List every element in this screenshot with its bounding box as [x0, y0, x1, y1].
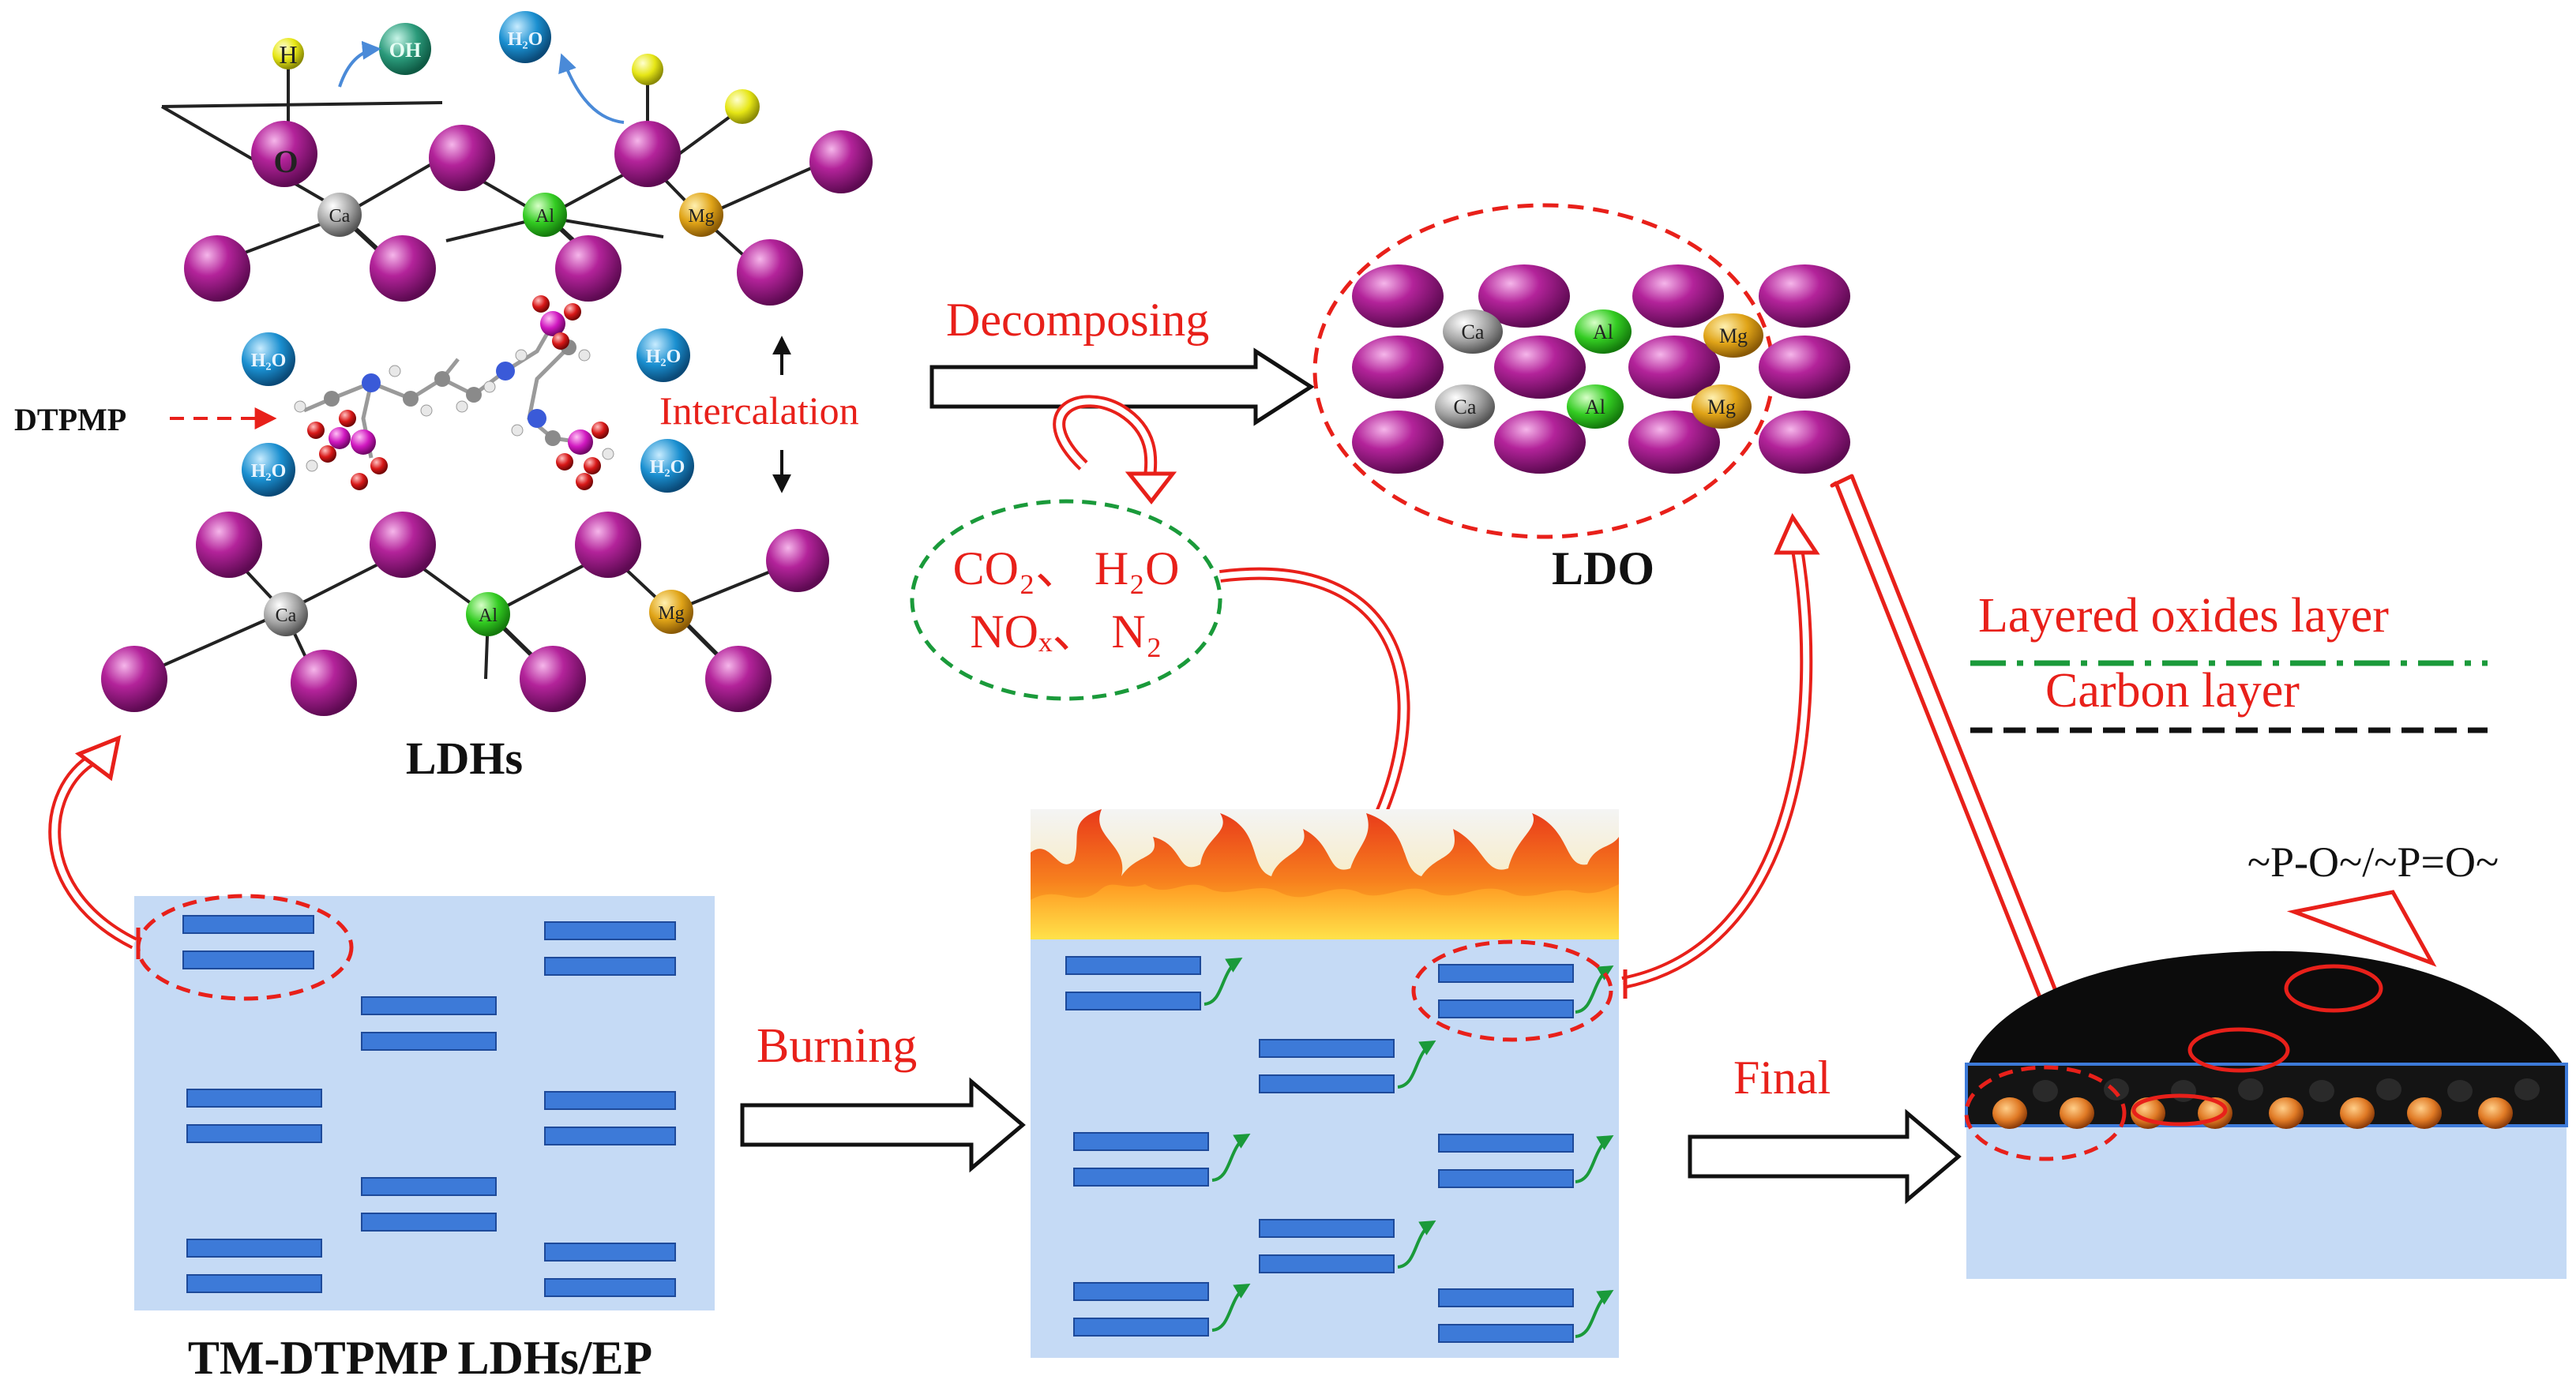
mg-atom	[679, 193, 723, 237]
decomposing-arrow: Decomposing	[929, 294, 1315, 426]
intercalation-label: Intercalation	[659, 388, 859, 433]
svg-text:NOₓ、 N₂: NOₓ、 N₂	[970, 606, 1162, 658]
svg-text:H: H	[279, 40, 297, 69]
svg-text:Al: Al	[535, 206, 554, 227]
svg-text:H₂O: H₂O	[646, 347, 682, 367]
svg-text:H₂O: H₂O	[251, 461, 287, 482]
svg-text:Al: Al	[1593, 321, 1613, 343]
composite-panel: TM-DTPMP LDHs/EP	[134, 894, 715, 1384]
svg-text:H₂O: H₂O	[508, 29, 543, 50]
ca-atom	[317, 193, 362, 237]
composite-to-ldhs-arrow	[48, 734, 141, 959]
svg-text:Decomposing: Decomposing	[946, 294, 1209, 346]
legend: Layered oxides layer Carbon layer	[1970, 589, 2488, 733]
svg-text:H₂O: H₂O	[251, 351, 287, 371]
dtpmp-molecule	[294, 295, 614, 490]
svg-text:O: O	[273, 144, 298, 179]
svg-text:Al: Al	[479, 606, 498, 626]
gas-products: CO₂、 H₂O NOₓ、 N₂	[910, 395, 1410, 857]
svg-text:Mg: Mg	[658, 603, 684, 624]
svg-text:CO₂、 H₂O: CO₂、 H₂O	[953, 542, 1180, 594]
ldhs-title: LDHs	[406, 733, 523, 784]
svg-text:Final: Final	[1733, 1052, 1831, 1104]
burning-panel	[1031, 809, 1619, 1358]
svg-text:LDO: LDO	[1552, 542, 1654, 594]
svg-text:Al: Al	[1585, 396, 1605, 418]
svg-text:Mg: Mg	[1707, 396, 1736, 418]
al-atom	[523, 193, 567, 237]
svg-text:Ca: Ca	[1454, 396, 1477, 418]
final-arrow: Final	[1688, 1052, 1962, 1205]
svg-text:Mg: Mg	[1719, 324, 1748, 347]
svg-text:Mg: Mg	[688, 206, 714, 227]
svg-text:Ca: Ca	[276, 606, 297, 626]
svg-text:Burning: Burning	[757, 1019, 917, 1073]
ldhs-structure: Ca Al Mg H O OH H₂O H₂O H₂O H₂O H₂O	[14, 11, 873, 784]
svg-text:Ca: Ca	[1462, 321, 1485, 343]
legend-carbon-label: Carbon layer	[2045, 664, 2300, 718]
dtpmp-label: DTPMP	[14, 402, 126, 437]
flames	[1031, 809, 1619, 939]
green-escape-arrows	[1204, 957, 1614, 1338]
svg-text:Ca: Ca	[329, 206, 351, 227]
svg-text:OH: OH	[389, 39, 421, 62]
burning-arrow: Burning	[740, 1019, 1026, 1173]
burning-to-ldo-arrow	[1621, 512, 1820, 999]
ldo-structure: Ca Al Mg Ca Al Mg LDO	[1312, 203, 1850, 594]
phosphorus-groups-label: ~P-O~/~P=O~	[2247, 838, 2499, 886]
ldo-to-char-arrow	[1830, 474, 2075, 1037]
svg-text:H₂O: H₂O	[650, 457, 685, 478]
char-panel: ~P-O~/~P=O~	[1964, 838, 2568, 1279]
svg-text:TM-DTPMP LDHs/EP: TM-DTPMP LDHs/EP	[188, 1332, 652, 1384]
legend-oxide-label: Layered oxides layer	[1978, 589, 2389, 643]
